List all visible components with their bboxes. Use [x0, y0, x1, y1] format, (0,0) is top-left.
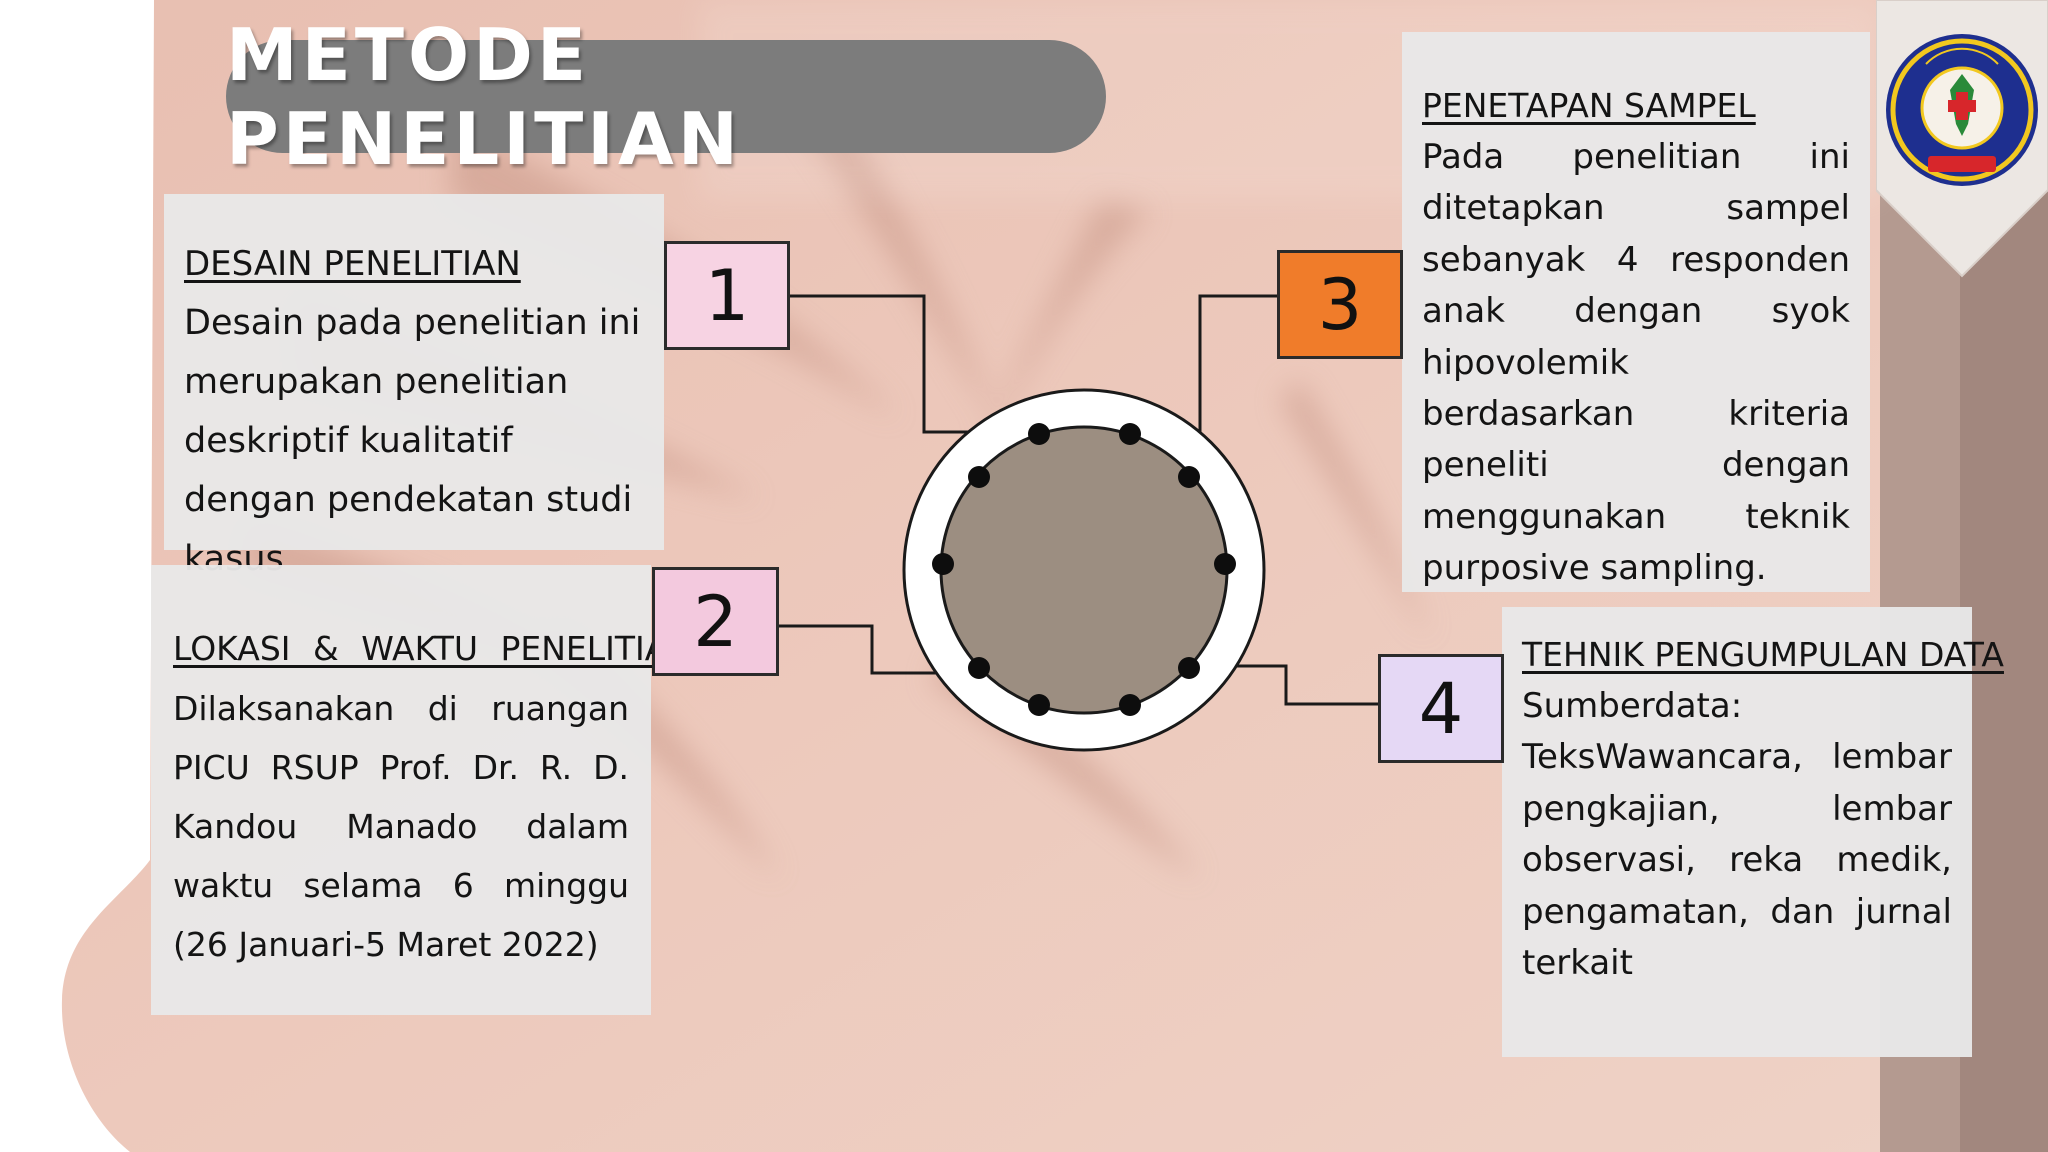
title-pill: METODE PENELITIAN: [226, 13, 1106, 181]
section-3-heading: PENETAPAN SAMPEL: [1422, 86, 1756, 125]
step-number-1: 1: [664, 241, 790, 350]
section-3-box: PENETAPAN SAMPEL Pada penelitian ini dit…: [1402, 32, 1870, 592]
section-1-heading: DESAIN PENELITIAN: [184, 244, 521, 284]
step-number-3: 3: [1277, 250, 1403, 359]
section-3-body: Pada penelitian ini ditetapkan sampel se…: [1422, 137, 1850, 589]
section-1-body: Desain pada penelitian ini merupakan pen…: [184, 303, 641, 579]
section-2-body: Dilaksanakan di ruangan PICU RSUP Prof. …: [173, 689, 629, 964]
slide-title: METODE PENELITIAN: [226, 12, 742, 181]
section-4-box: TEHNIK PENGUMPULAN DATA Sumberdata: Teks…: [1502, 607, 2004, 1057]
institution-crest-icon: [1876, 0, 2048, 278]
section-2-heading: LOKASI & WAKTU PENELITIAN: [173, 629, 693, 668]
section-2-box: LOKASI & WAKTU PENELITIAN Dilaksanakan d…: [151, 565, 693, 1015]
section-4-body: Sumberdata: TeksWawancara, lembar pengka…: [1522, 686, 1952, 984]
step-number-2: 2: [652, 567, 779, 676]
step-number-4: 4: [1378, 654, 1504, 763]
section-1-box: DESAIN PENELITIAN Desain pada penelitian…: [164, 194, 664, 579]
section-4-heading: TEHNIK PENGUMPULAN DATA: [1522, 635, 2004, 674]
